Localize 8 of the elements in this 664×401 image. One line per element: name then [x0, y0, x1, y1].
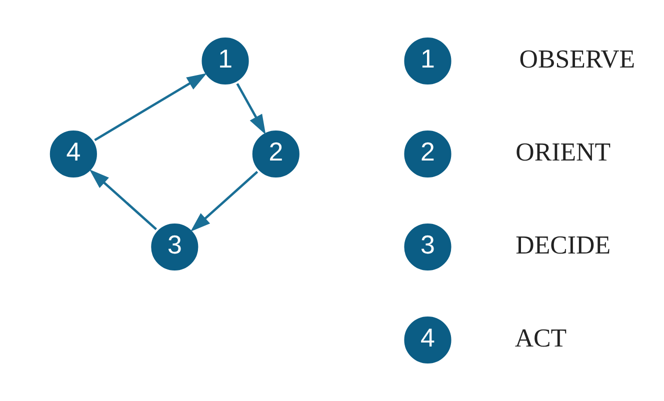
- arrow: [94, 73, 207, 142]
- node-label: ORIENT: [516, 138, 611, 167]
- arrow: [236, 83, 266, 135]
- node-label: ACT: [514, 324, 567, 353]
- arrow: [89, 169, 157, 230]
- arrow: [190, 170, 258, 232]
- node-label: DECIDE: [516, 230, 611, 260]
- node-label: OBSERVE: [519, 44, 636, 74]
